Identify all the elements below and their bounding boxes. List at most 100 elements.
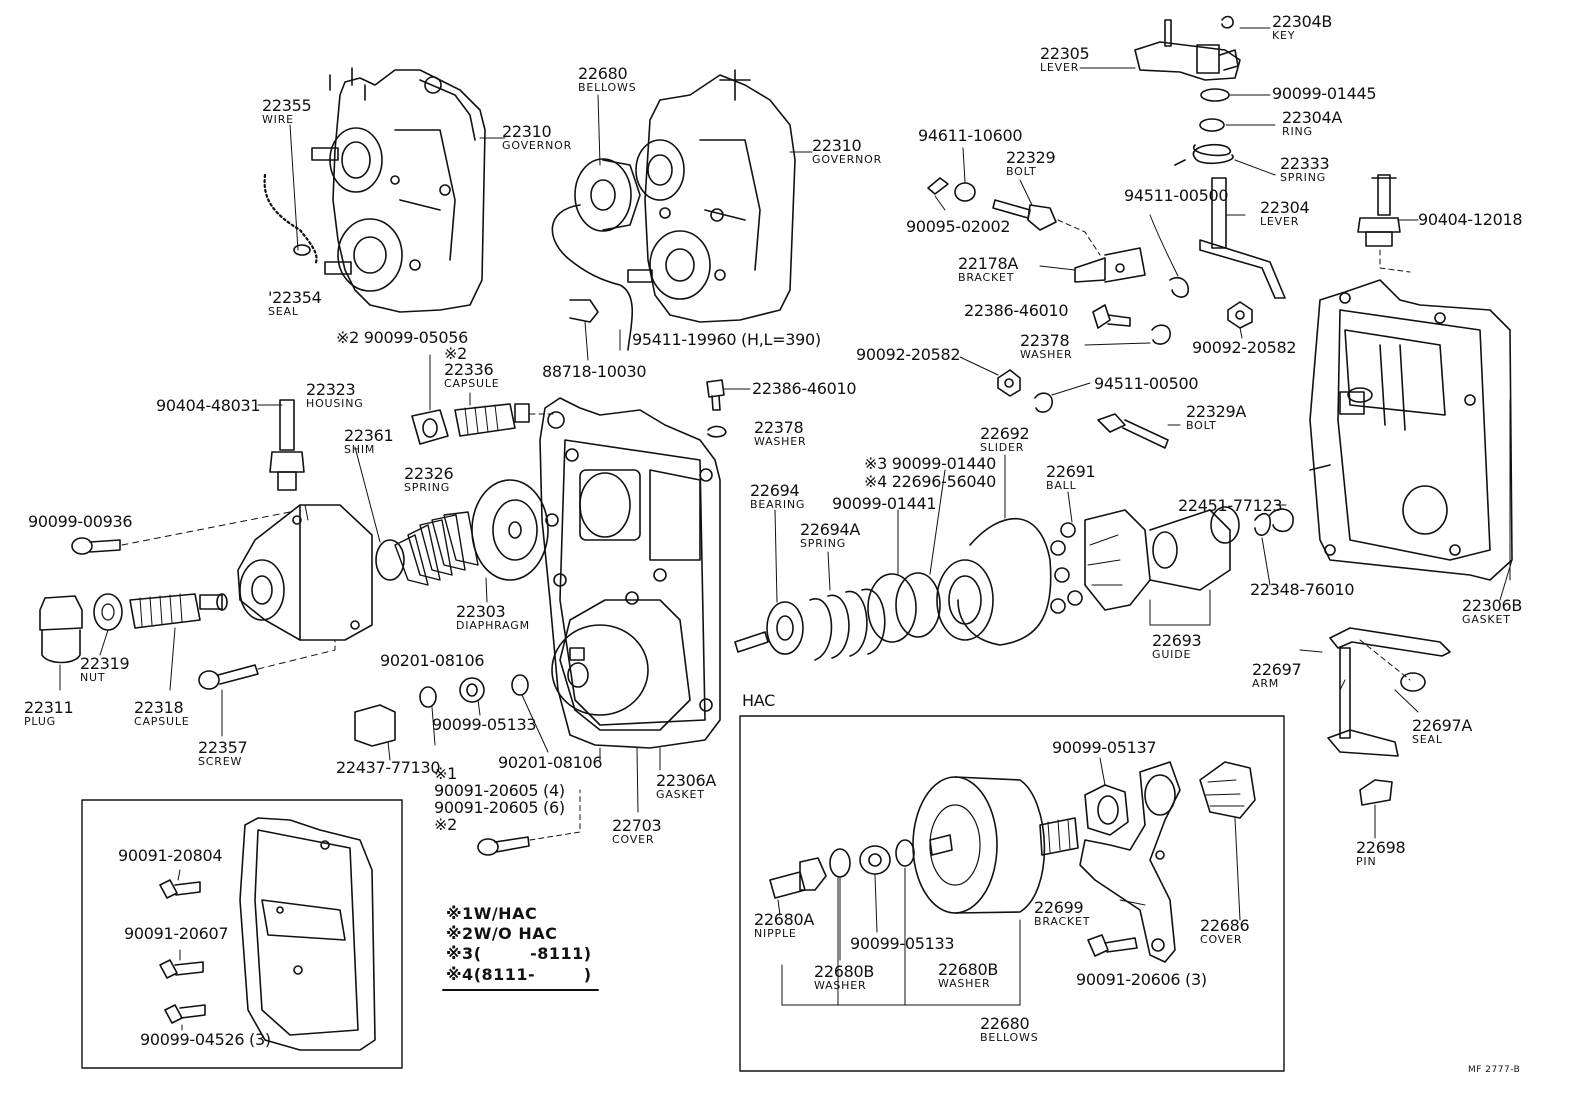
governor-right-illustration <box>574 69 796 323</box>
nut-90099-05137-illustration <box>1084 784 1129 836</box>
part-number: 90404-12018 <box>1418 210 1523 229</box>
part-name: LEVER <box>1040 61 1080 74</box>
part-number: 22680B <box>814 962 875 981</box>
part-number: ※4 22696-56040 <box>864 472 997 491</box>
label-90201-08106-right: 90201-08106 <box>498 755 603 771</box>
part-name: COVER <box>612 833 655 846</box>
part-number: 22310 <box>812 136 862 155</box>
label-90092-20582-left: 90092-20582 <box>856 345 961 364</box>
washer-90099-01440-illustration <box>895 572 941 638</box>
part-number: 22698 <box>1356 838 1406 857</box>
part-number: 22680A <box>754 910 815 929</box>
part-number: 90092-20582 <box>856 345 961 364</box>
label-90099-05137: 90099-05137 <box>1052 738 1157 757</box>
part-name: GASKET <box>656 788 705 801</box>
screw-90099-00936-illustration <box>71 537 121 555</box>
label-90091-20804: 90091-20804 <box>118 848 223 864</box>
nipple-illustration <box>769 857 827 899</box>
label-22348-76010: 22348-76010 <box>1250 580 1355 599</box>
cotter-pin-illustration <box>927 177 949 195</box>
part-name: KEY <box>1272 29 1296 42</box>
bracket-22699-illustration <box>1079 761 1181 963</box>
part-number: 22304B <box>1272 12 1333 31</box>
clip-94511-bottom-illustration <box>1034 392 1053 413</box>
part-number: 88718-10030 <box>542 362 647 381</box>
part-number: ※2 90099-05056 <box>336 328 469 347</box>
spring-22326-illustration <box>394 511 479 586</box>
part-number: 22329A <box>1186 402 1247 421</box>
label-22437-77130: 22437-77130 <box>336 760 441 776</box>
part-name: WASHER <box>1020 348 1073 361</box>
part-name: WIRE <box>262 113 294 126</box>
label-88718-10030: 88718-10030 <box>542 362 647 381</box>
legend-text: W/HAC <box>473 904 538 923</box>
slider-illustration <box>936 517 1052 646</box>
key-illustration <box>1221 15 1234 29</box>
part-number: 22310 <box>502 122 552 141</box>
part-number: 22378 <box>1020 331 1070 350</box>
part-number: ※1 90091-20605 (4) 90091-20605 (6) ※2 <box>434 764 565 834</box>
label-90099-05133-left: 90099-05133 <box>432 717 537 733</box>
inset-housing-illustration <box>239 817 376 1051</box>
bellows-22680-illustration <box>912 776 1079 914</box>
screw-22357-illustration <box>198 664 259 690</box>
part-name: LEVER <box>1260 215 1300 228</box>
legend-mark: ※4 <box>446 965 474 984</box>
part-number: 22306B <box>1462 596 1523 615</box>
part-number: '22354 <box>268 288 322 307</box>
nut-90099-05133-illustration <box>459 677 485 703</box>
part-number: 22691 <box>1046 462 1096 481</box>
hose-illustration <box>551 204 634 351</box>
part-number: 22686 <box>1200 916 1250 935</box>
part-number: 22692 <box>980 424 1030 443</box>
part-number: 90099-04526 (3) <box>140 1030 271 1049</box>
part-number: 22703 <box>612 816 662 835</box>
part-name: HOUSING <box>306 397 364 410</box>
part-name: NIPPLE <box>754 927 797 940</box>
bolt-90091-20605-illustration <box>477 836 530 856</box>
washer-22348-illustration <box>1254 512 1272 536</box>
part-number: 22348-76010 <box>1250 580 1355 599</box>
ring-illustration <box>1199 118 1225 132</box>
part-number: ※2 22336 <box>444 344 494 379</box>
label-90201-08106-left: 90201-08106 <box>380 653 485 669</box>
label-90091-20607: 90091-20607 <box>124 926 229 942</box>
part-number: 22386-46010 <box>964 301 1069 320</box>
part-number: 22333 <box>1280 154 1330 173</box>
cover-22686-illustration <box>1199 761 1256 819</box>
part-name: GOVERNOR <box>812 153 883 166</box>
legend-mark: ※1 <box>446 904 474 923</box>
nut-90092-20582-left-illustration <box>997 369 1021 397</box>
part-number: 90099-05137 <box>1052 738 1157 757</box>
part-number: 22361 <box>344 426 394 445</box>
part-name: SEAL <box>1412 733 1443 746</box>
part-name: NUT <box>80 671 106 684</box>
bolt-22329-illustration <box>992 199 1057 231</box>
nut-illustration <box>93 593 123 631</box>
part-number: 90095-02002 <box>906 217 1011 236</box>
part-name: DIAPHRAGM <box>456 619 530 632</box>
legend-mark: ※2 <box>446 924 474 943</box>
fitting-90404-48031 <box>257 399 305 491</box>
part-number: 22697A <box>1412 716 1473 735</box>
inset-bolt-3 <box>164 1004 206 1024</box>
plug-illustration <box>39 595 83 664</box>
part-name: BOLT <box>1006 165 1037 178</box>
legend-mark: ※3 <box>446 944 474 963</box>
part-name: ARM <box>1252 677 1280 690</box>
